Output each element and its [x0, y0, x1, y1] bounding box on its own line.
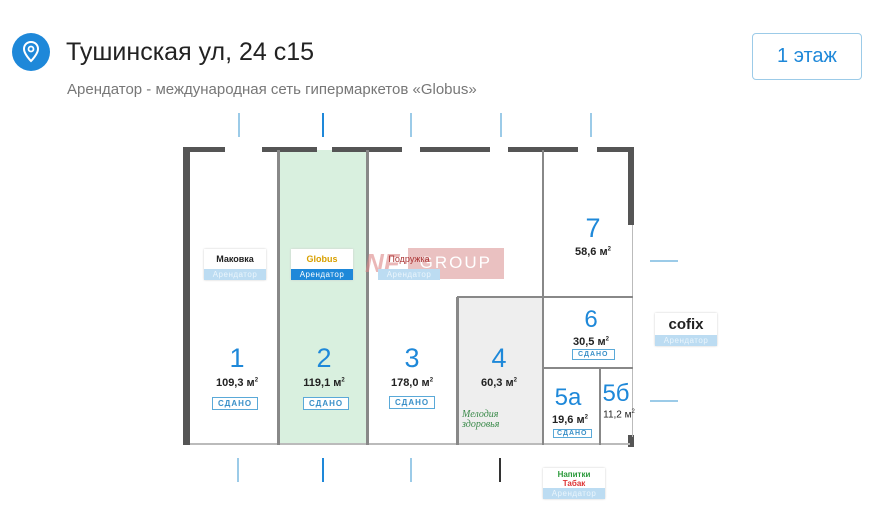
- room-area: 58,6 м2: [575, 246, 611, 258]
- wall: [332, 147, 402, 152]
- tenant-logo: Подружка: [388, 254, 430, 264]
- wall: [420, 147, 490, 152]
- tenant-logo: Globus: [306, 254, 338, 264]
- entrance-arrow: [410, 113, 412, 137]
- wall: [190, 443, 630, 445]
- tenant-logo-melodia: Мелодия здоровья: [462, 409, 500, 430]
- wall: [456, 297, 459, 445]
- wall: [508, 147, 578, 152]
- room-area: 11,2 м2: [603, 409, 635, 421]
- tenant-label: Арендатор: [543, 488, 605, 499]
- room-area: 30,5 м2: [573, 336, 609, 348]
- tenant-label: Арендатор: [204, 269, 266, 280]
- room-number: 1: [229, 343, 245, 373]
- watermark-group: GROUP: [407, 248, 505, 279]
- tenant-card-makovka[interactable]: Маковка Арендатор: [204, 249, 266, 280]
- tenant-card-podruzhka[interactable]: Подружка Арендатор: [378, 249, 440, 280]
- room-number: 2: [316, 343, 332, 373]
- entrance-arrow: [590, 113, 592, 137]
- room-area: 19,6 м2: [552, 414, 588, 426]
- status-badge: СДАНО: [553, 429, 592, 438]
- tenant-logo: Маковка: [216, 254, 254, 264]
- entrance-arrow: [500, 113, 502, 137]
- room-area: 109,3 м2: [215, 377, 259, 389]
- status-badge: СДАНО: [389, 396, 436, 409]
- wall: [599, 369, 601, 445]
- room-number: 6: [584, 306, 598, 333]
- entrance-arrow: [237, 458, 239, 482]
- status-badge: СДАНО: [572, 349, 615, 360]
- tenant-label: Арендатор: [378, 269, 440, 280]
- status-badge: СДАНО: [212, 397, 259, 410]
- tenant-line: Табак: [562, 479, 586, 488]
- room-number: 7: [585, 213, 601, 243]
- wall: [183, 147, 190, 445]
- page-subtitle: Арендатор - международная сеть гипермарк…: [67, 81, 477, 98]
- entrance-arrow: [650, 400, 678, 402]
- wall: [597, 147, 634, 152]
- room-area: 119,1 м2: [303, 377, 345, 389]
- tenant-label: Арендатор: [291, 269, 353, 280]
- wall: [262, 147, 317, 152]
- wall: [183, 147, 225, 152]
- wall: [277, 150, 280, 445]
- entrance-arrow: [650, 260, 678, 262]
- tenant-card-globus[interactable]: Globus Арендатор: [291, 249, 353, 280]
- tenant-logo: cofix: [668, 315, 704, 333]
- entrance-arrow: [499, 458, 501, 482]
- wall: [457, 296, 633, 298]
- tenant-label: Арендатор: [655, 335, 717, 346]
- status-badge: СДАНО: [303, 397, 350, 410]
- entrance-arrow: [322, 458, 324, 482]
- tenant-card-drinks-tobacco[interactable]: Напитки Табак Арендатор: [543, 468, 605, 499]
- room-number: 4: [491, 343, 507, 373]
- wall: [543, 367, 633, 369]
- entrance-arrow: [238, 113, 240, 137]
- room-number: 5б: [602, 380, 630, 407]
- wall: [628, 147, 634, 225]
- page-title: Тушинская ул, 24 с15: [66, 38, 315, 66]
- room-number: 3: [404, 343, 420, 373]
- wall: [366, 150, 369, 445]
- room-4-fill[interactable]: [457, 297, 543, 443]
- wall: [632, 225, 633, 437]
- room-area: 60,3 м2: [481, 377, 517, 389]
- room-number: 5а: [554, 384, 582, 411]
- entrance-arrow: [410, 458, 412, 482]
- floor-selector-button[interactable]: 1 этаж: [752, 33, 862, 80]
- tenant-card-cofix[interactable]: cofix Арендатор: [655, 313, 717, 346]
- wall: [628, 435, 634, 447]
- wall: [542, 150, 544, 445]
- map-pin-icon: [12, 33, 50, 71]
- entrance-arrow: [322, 113, 324, 137]
- room-2-highlight[interactable]: [278, 150, 367, 445]
- room-area: 178,0 м2: [390, 377, 434, 389]
- tenant-line: Напитки: [557, 470, 591, 479]
